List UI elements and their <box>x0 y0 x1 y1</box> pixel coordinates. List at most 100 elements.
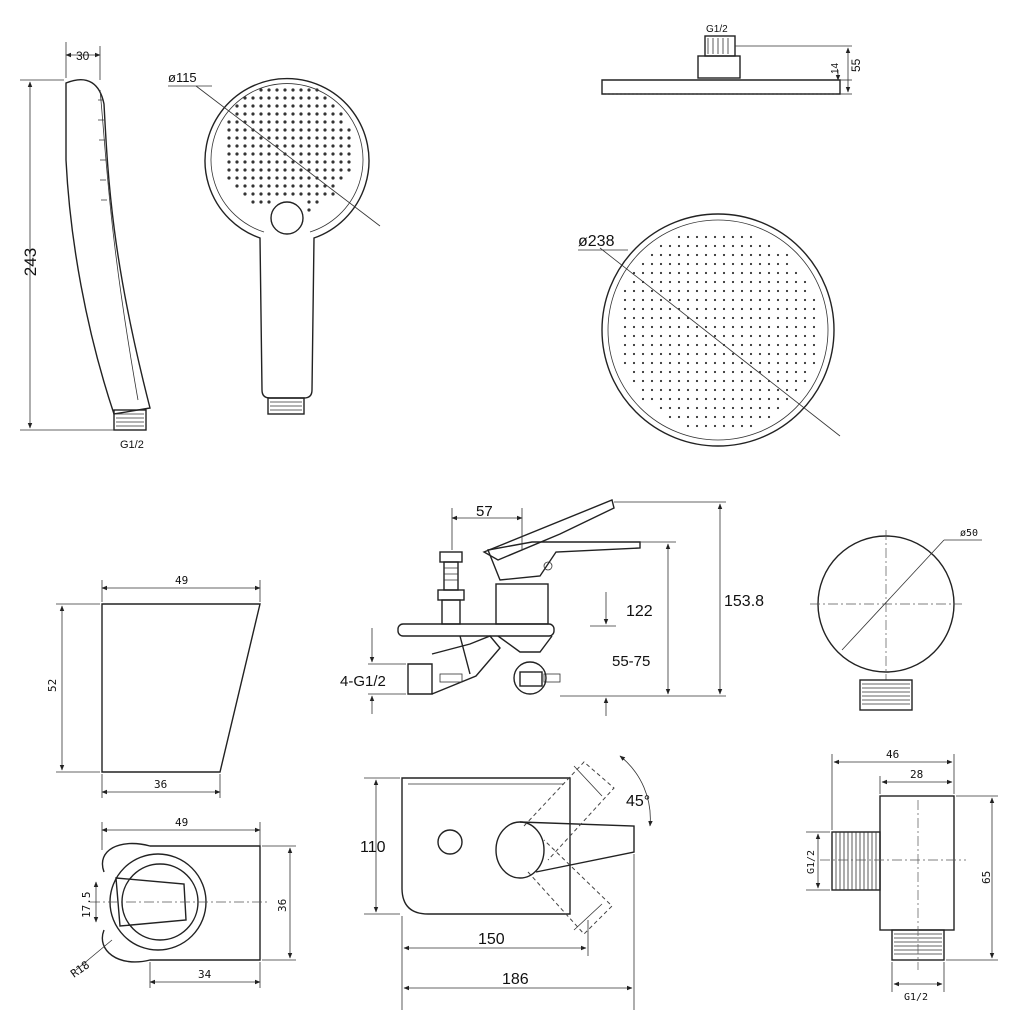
nozzle-dot <box>291 192 295 196</box>
elbow-side-view: 46 28 65 G1/2 G1/2 <box>806 748 998 1003</box>
nozzle-dot <box>623 289 627 293</box>
elbow-28-label: 28 <box>910 768 923 781</box>
nozzle-dot <box>227 160 231 164</box>
nozzle-dot <box>267 152 271 156</box>
nozzle-dot <box>632 307 636 311</box>
nozzle-dot <box>339 176 343 180</box>
mixer-122-label: 122 <box>626 603 653 620</box>
nozzle-dot <box>347 144 351 148</box>
nozzle-dot <box>794 289 798 293</box>
nozzle-dot <box>677 388 681 392</box>
nozzle-dot <box>794 334 798 338</box>
nozzle-dot <box>722 262 726 266</box>
nozzle-dot <box>623 307 627 311</box>
handshower-thread-label: G1/2 <box>120 439 144 451</box>
nozzle-dot <box>749 289 753 293</box>
nozzle-dot <box>259 136 263 140</box>
nozzle-dot <box>686 343 690 347</box>
nozzle-dot <box>731 307 735 311</box>
nozzle-dot <box>299 88 303 92</box>
nozzle-dot <box>623 343 627 347</box>
nozzle-dot <box>307 120 311 124</box>
elbow-thread-side-label: G1/2 <box>806 850 817 874</box>
nozzle-dot <box>623 316 627 320</box>
nozzle-dot <box>812 298 816 302</box>
nozzle-dot <box>299 144 303 148</box>
nozzle-dot <box>785 352 789 356</box>
nozzle-dot <box>283 168 287 172</box>
nozzle-dot <box>283 120 287 124</box>
nozzle-dot <box>785 361 789 365</box>
nozzle-dot <box>704 397 708 401</box>
nozzle-dot <box>291 144 295 148</box>
nozzle-dot <box>713 379 717 383</box>
nozzle-dot <box>299 96 303 100</box>
nozzle-dot <box>749 235 753 239</box>
nozzle-dot <box>227 128 231 132</box>
nozzle-dot <box>758 361 762 365</box>
nozzle-dot <box>251 120 255 124</box>
nozzle-dot <box>767 388 771 392</box>
holder-offset-label: 17.5 <box>80 892 93 919</box>
nozzle-dot <box>659 379 663 383</box>
nozzle-dot <box>695 280 699 284</box>
nozzle-dot <box>758 397 762 401</box>
nozzle-dot <box>695 415 699 419</box>
nozzle-dot <box>749 307 753 311</box>
handshower-length-label: 243 <box>21 248 40 276</box>
nozzle-dot <box>243 152 247 156</box>
nozzle-dot <box>785 253 789 257</box>
nozzle-dot <box>315 152 319 156</box>
nozzle-dot <box>291 128 295 132</box>
nozzle-dot <box>251 144 255 148</box>
nozzle-dot <box>722 244 726 248</box>
nozzle-dot <box>785 370 789 374</box>
rain-thread-label: G1/2 <box>706 24 728 35</box>
nozzle-dot <box>299 168 303 172</box>
nozzle-dot <box>740 253 744 257</box>
nozzle-dot <box>339 128 343 132</box>
nozzle-dot <box>275 160 279 164</box>
nozzle-dot <box>331 136 335 140</box>
handshower-side-view: 30 243 G1/2 <box>20 42 151 451</box>
mixer-150-label: 150 <box>478 931 505 948</box>
nozzle-dot <box>315 200 319 204</box>
nozzle-dot <box>323 96 327 100</box>
nozzle-dot <box>243 176 247 180</box>
nozzle-dot <box>659 343 663 347</box>
nozzle-dot <box>347 160 351 164</box>
nozzle-dot <box>251 104 255 108</box>
nozzle-dot <box>307 128 311 132</box>
mixer-angle-label: 45° <box>626 793 650 810</box>
nozzle-dot <box>259 144 263 148</box>
nozzle-dot <box>695 388 699 392</box>
nozzle-dot <box>659 307 663 311</box>
nozzle-dot <box>722 271 726 275</box>
nozzle-dot <box>307 176 311 180</box>
nozzle-dot <box>659 406 663 410</box>
nozzle-dot <box>275 104 279 108</box>
nozzle-dot <box>695 298 699 302</box>
nozzle-dot <box>641 271 645 275</box>
nozzle-dot <box>767 289 771 293</box>
nozzle-dot <box>650 397 654 401</box>
nozzle-dot <box>668 343 672 347</box>
nozzle-dot <box>267 144 271 148</box>
nozzle-dot <box>740 298 744 302</box>
holder-depth-label: 36 <box>276 899 289 912</box>
nozzle-dot <box>259 88 263 92</box>
nozzle-dot <box>307 192 311 196</box>
nozzle-dot <box>794 343 798 347</box>
nozzle-dot <box>776 370 780 374</box>
nozzle-dot <box>722 235 726 239</box>
nozzle-dot <box>331 160 335 164</box>
nozzle-dot <box>686 244 690 248</box>
nozzle-dot <box>731 289 735 293</box>
nozzle-dot <box>275 128 279 132</box>
nozzle-dot <box>235 128 239 132</box>
nozzle-dot <box>749 397 753 401</box>
nozzle-dot <box>740 370 744 374</box>
nozzle-dot <box>776 334 780 338</box>
nozzle-dot <box>291 176 295 180</box>
nozzle-dot <box>315 160 319 164</box>
